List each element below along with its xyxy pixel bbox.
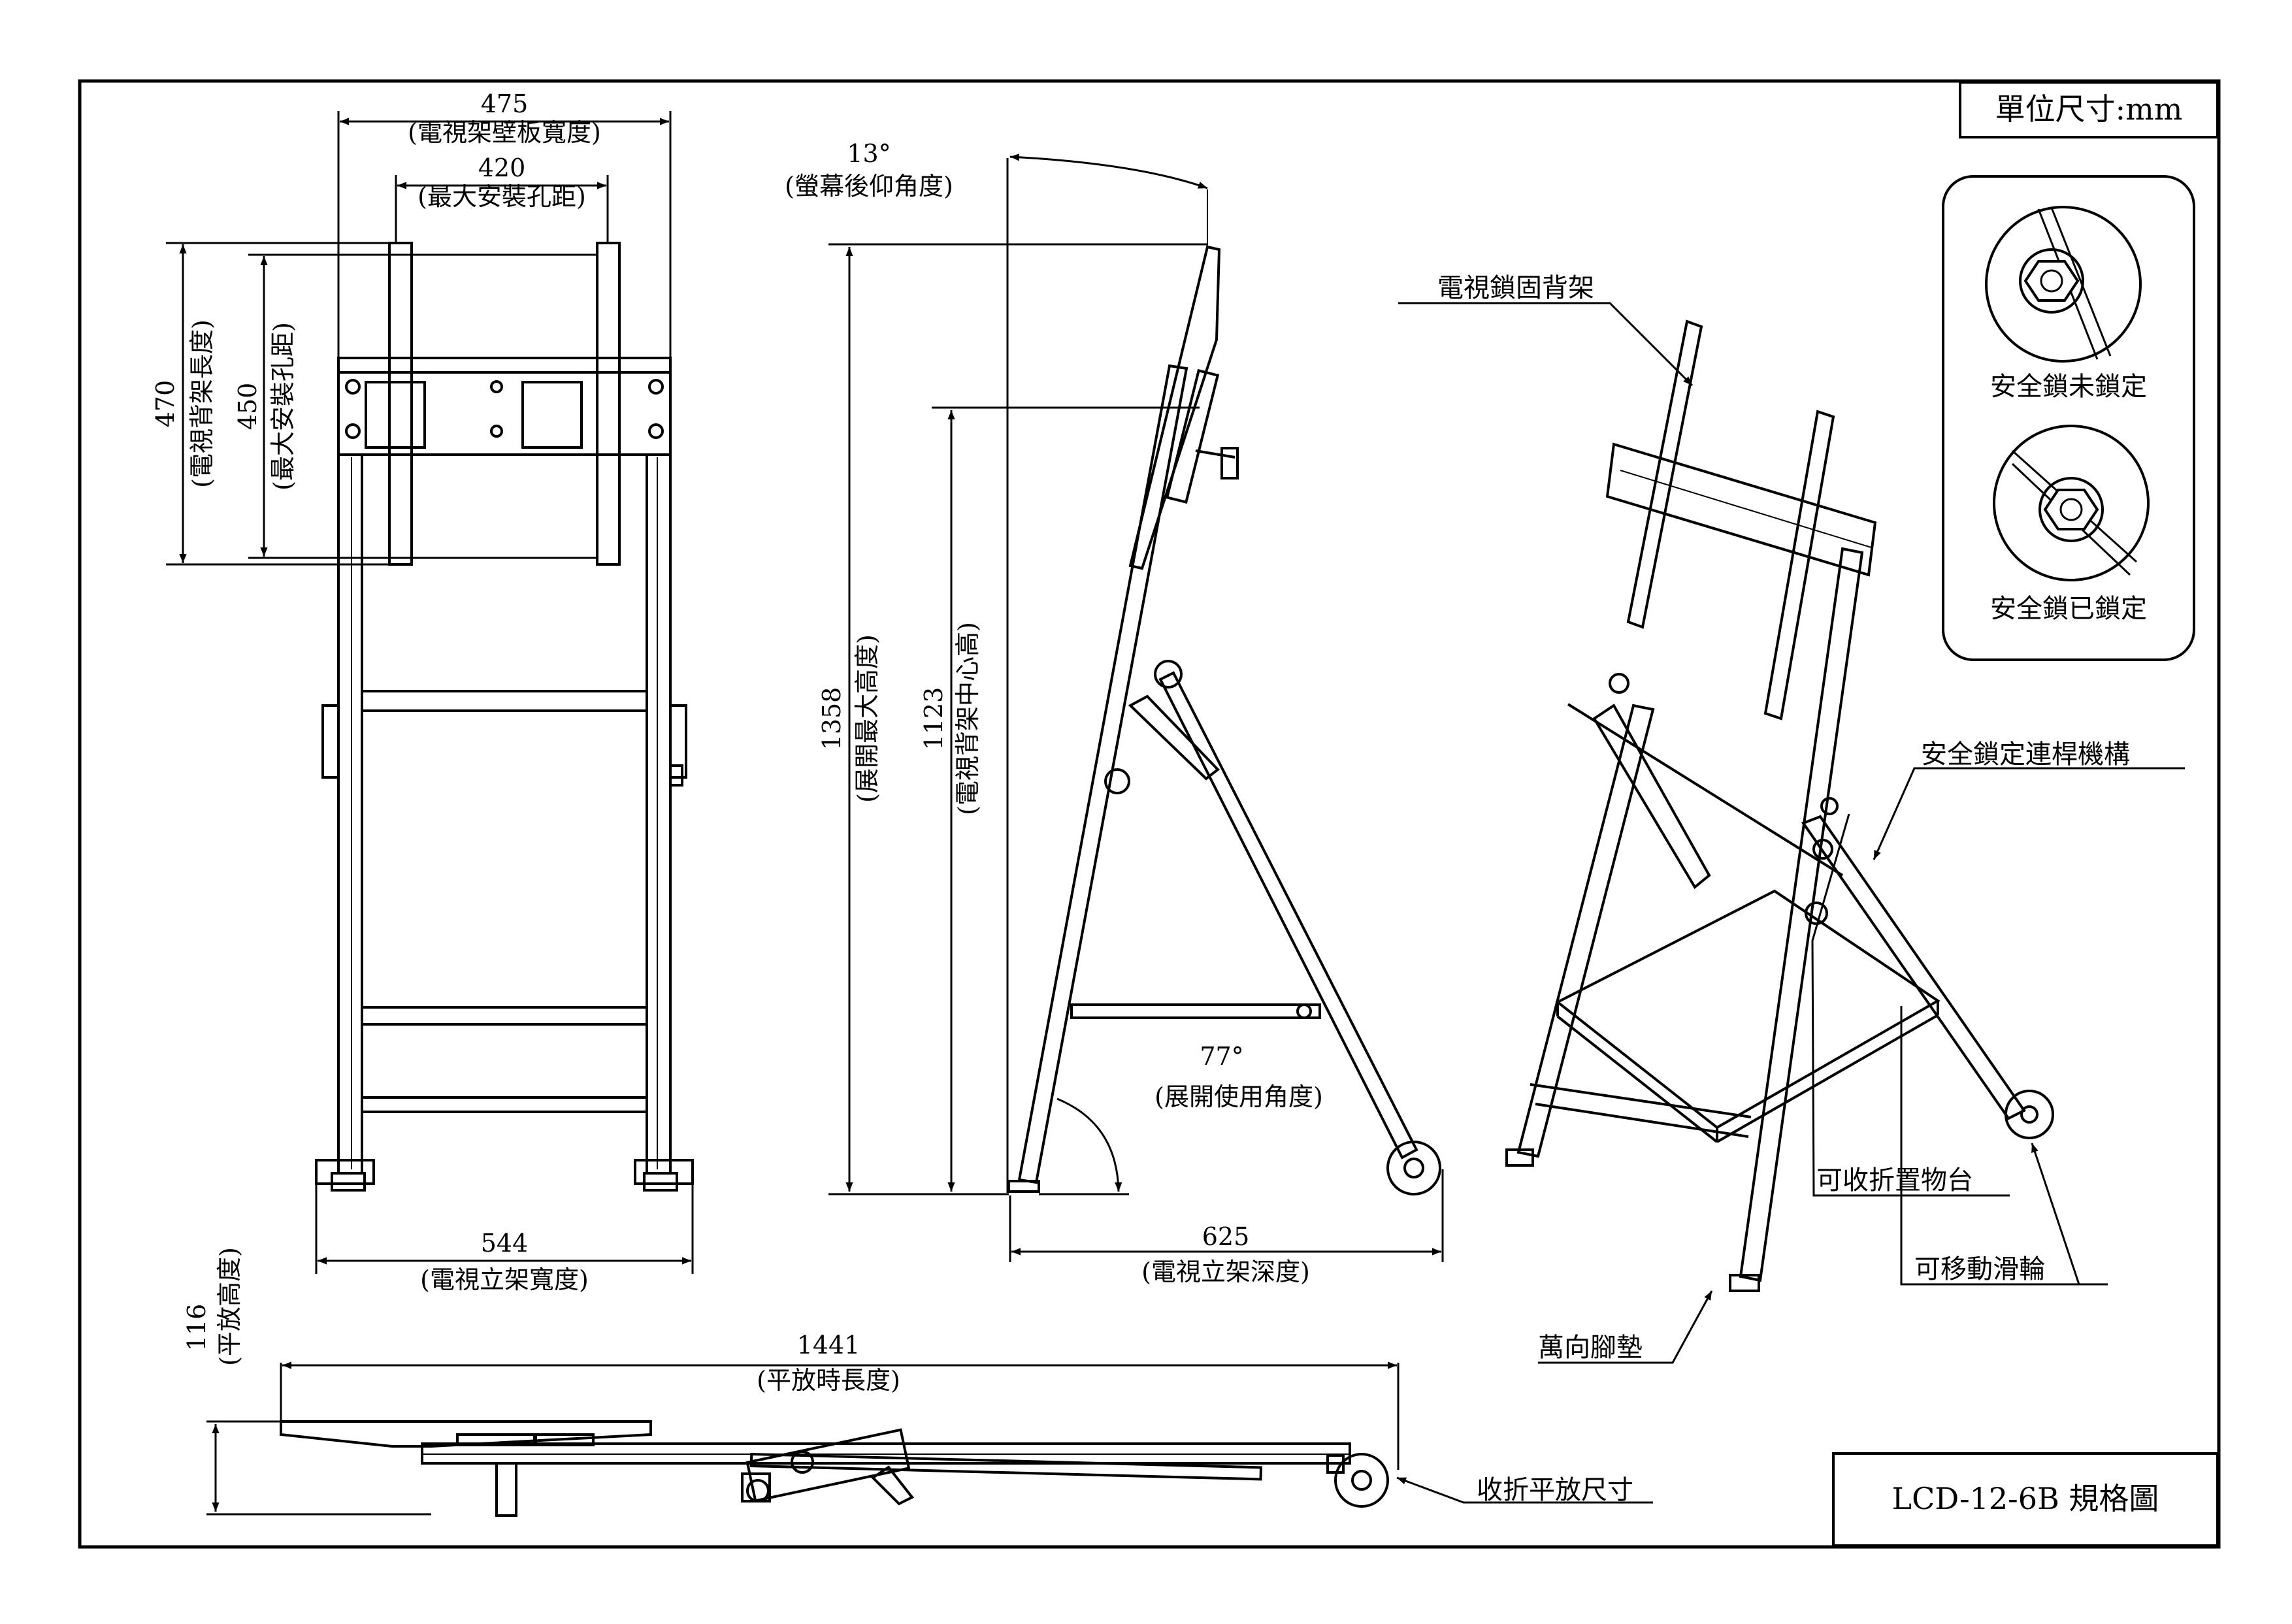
tilt-label: (螢幕後仰角度) — [785, 172, 953, 201]
wheel-label: 可移動滑輪 — [1914, 1254, 2045, 1284]
folded-view-dims — [206, 1361, 1653, 1516]
open-angle-label: (展開使用角度) — [1154, 1082, 1323, 1111]
hole-height-label: (最大安裝孔距) — [269, 322, 297, 491]
center-height-label: (電視背架中心高) — [953, 622, 982, 815]
flat-height-label: (平放高度) — [215, 1247, 244, 1366]
plate-width-label: (電視架壁板寬度) — [408, 118, 601, 147]
max-height-label: (展開最大高度) — [853, 634, 881, 803]
tilt-value: 13° — [847, 139, 891, 168]
unlocked-label: 安全鎖未鎖定 — [1990, 372, 2147, 402]
drawing-title: LCD-12-6B 規格圖 — [1892, 1481, 2159, 1516]
front-view — [315, 242, 694, 1192]
iso-leaders — [1398, 302, 2185, 1364]
open-angle-value: 77° — [1200, 1042, 1243, 1071]
center-height-value: 1123 — [919, 687, 948, 751]
depth-value: 625 — [1202, 1222, 1250, 1251]
shelf-label: 可收折置物台 — [1816, 1165, 1973, 1195]
bracket-label: 電視鎖固背架 — [1437, 273, 1594, 303]
base-width-value: 544 — [481, 1229, 529, 1258]
hole-span-label: (最大安裝孔距) — [417, 182, 586, 211]
linkage-label: 安全鎖定連桿機構 — [1921, 739, 2130, 770]
unlocked-lock-icon — [1985, 206, 2142, 363]
unit-label: 單位尺寸:mm — [1995, 91, 2183, 127]
flat-length-label: (平放時長度) — [757, 1366, 900, 1395]
iso-view — [1505, 319, 2054, 1292]
side-view-dims — [828, 154, 1444, 1262]
folded-view — [280, 1420, 1389, 1517]
hole-height-value: 450 — [233, 383, 262, 430]
folded-note-label: 收折平放尺寸 — [1477, 1475, 1633, 1505]
sheet-border — [78, 79, 2221, 1549]
lock-status-panel: 安全鎖未鎖定 安全鎖已鎖定 — [1942, 175, 2195, 661]
locked-lock-icon — [1993, 425, 2150, 581]
base-width-label: (電視立架寬度) — [420, 1265, 589, 1294]
bracket-length-label: (電視背架長度) — [188, 319, 216, 488]
front-view-dims — [166, 111, 694, 1274]
plate-width-value: 475 — [481, 89, 529, 118]
flat-length-value: 1441 — [797, 1331, 860, 1359]
locked-label: 安全鎖已鎖定 — [1990, 594, 2147, 624]
title-box: LCD-12-6B 規格圖 — [1832, 1452, 2219, 1547]
bracket-length-value: 470 — [151, 380, 180, 428]
side-view — [1007, 245, 1441, 1195]
depth-label: (電視立架深度) — [1141, 1258, 1310, 1286]
max-height-value: 1358 — [817, 687, 846, 751]
flat-height-value: 116 — [182, 1304, 211, 1352]
unit-box: 單位尺寸:mm — [1959, 81, 2219, 138]
foot-label: 萬向腳墊 — [1538, 1333, 1643, 1363]
hole-span-value: 420 — [478, 154, 526, 182]
